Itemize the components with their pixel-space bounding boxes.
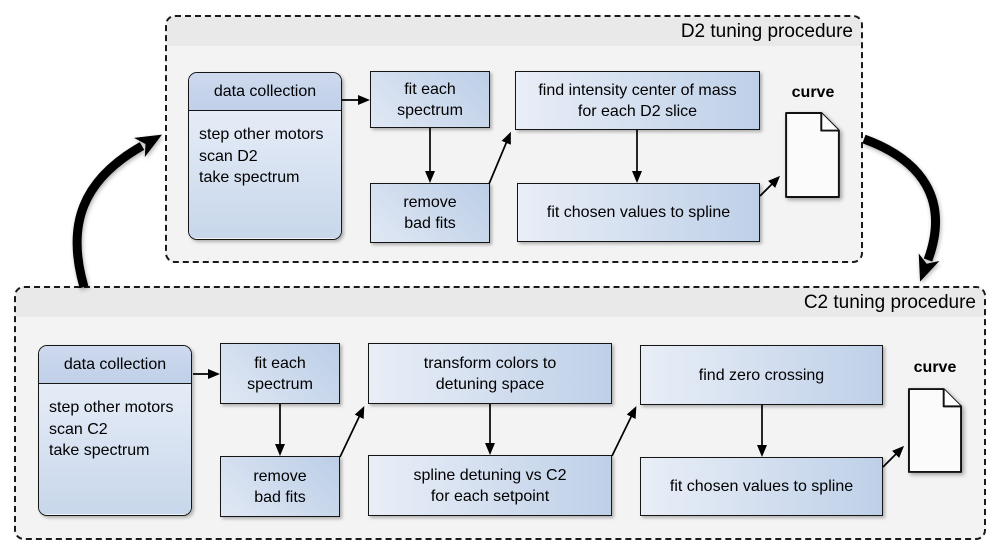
d2-fit-spline-label: fit chosen values to spline bbox=[546, 204, 731, 221]
c2-remove-bad-fits-box: remove bad fits bbox=[220, 456, 340, 517]
c2-fit-each-line1: fit each bbox=[254, 354, 306, 372]
c2-step-2: scan C2 bbox=[49, 420, 108, 438]
d2-find-center-box: find intensity center of mass for each D… bbox=[515, 71, 760, 130]
d2-fit-spline-box: fit chosen values to spline bbox=[517, 183, 760, 242]
c2-data-collection-header: data collection bbox=[39, 346, 191, 384]
d2-data-collection-box: data collection step other motors scan D… bbox=[188, 72, 342, 240]
c2-title-band: C2 tuning procedure bbox=[16, 288, 984, 317]
c2-data-collection-box: data collection step other motors scan C… bbox=[38, 345, 192, 516]
c2-transform-colors-box: transform colors to detuning space bbox=[368, 343, 612, 404]
c2-fit-each-line2: spectrum bbox=[247, 375, 313, 393]
d2-data-collection-header: data collection bbox=[189, 73, 341, 111]
loop-arrow-d2-to-c2 bbox=[862, 134, 940, 282]
c2-spline-detuning-box: spline detuning vs C2 for each setpoint bbox=[368, 455, 612, 516]
c2-transform-line2: detuning space bbox=[435, 375, 545, 393]
d2-step-1: step other motors bbox=[199, 126, 324, 143]
c2-curve-label: curve bbox=[913, 359, 957, 376]
c2-find-zero-crossing-box: find zero crossing bbox=[640, 345, 883, 405]
d2-remove-line1: remove bbox=[403, 194, 457, 211]
d2-remove-bad-fits-box: remove bad fits bbox=[370, 183, 490, 243]
d2-title: D2 tuning procedure bbox=[680, 20, 853, 42]
d2-fit-each-line1: fit each bbox=[404, 80, 456, 98]
c2-spline-line2: for each setpoint bbox=[430, 487, 550, 505]
c2-step-3: take spectrum bbox=[49, 442, 150, 459]
d2-curve-document-icon bbox=[785, 112, 840, 198]
c2-spline-line1: spline detuning vs C2 bbox=[413, 466, 567, 484]
c2-fit-spline-box: fit chosen values to spline bbox=[640, 457, 883, 516]
d2-fit-each-line2: spectrum bbox=[397, 101, 463, 119]
c2-curve-document-icon bbox=[908, 388, 962, 473]
c2-remove-line1: remove bbox=[253, 467, 307, 485]
d2-find-center-line1: find intensity center of mass bbox=[538, 81, 737, 99]
d2-find-center-line2: for each D2 slice bbox=[577, 102, 698, 120]
d2-title-band: D2 tuning procedure bbox=[167, 17, 861, 46]
c2-title: C2 tuning procedure bbox=[803, 291, 976, 313]
d2-data-collection-body: step other motors scan D2 take spectrum bbox=[189, 111, 341, 239]
c2-find-zero-label: find zero crossing bbox=[698, 366, 825, 384]
c2-data-collection-body: step other motors scan C2 take spectrum bbox=[39, 384, 191, 515]
loop-arrow-c2-to-d2 bbox=[72, 134, 163, 289]
c2-transform-line1: transform colors to bbox=[423, 354, 557, 372]
d2-curve-label: curve bbox=[791, 84, 835, 101]
d2-step-3: take spectrum bbox=[199, 169, 300, 186]
c2-step-1: step other motors bbox=[49, 399, 174, 416]
c2-remove-line2: bad fits bbox=[254, 488, 306, 506]
d2-fit-each-spectrum-box: fit each spectrum bbox=[370, 71, 490, 128]
d2-step-2: scan D2 bbox=[199, 147, 258, 165]
d2-remove-line2: bad fits bbox=[404, 215, 456, 232]
c2-fit-each-spectrum-box: fit each spectrum bbox=[220, 343, 340, 404]
c2-fit-spline-label: fit chosen values to spline bbox=[669, 478, 854, 495]
